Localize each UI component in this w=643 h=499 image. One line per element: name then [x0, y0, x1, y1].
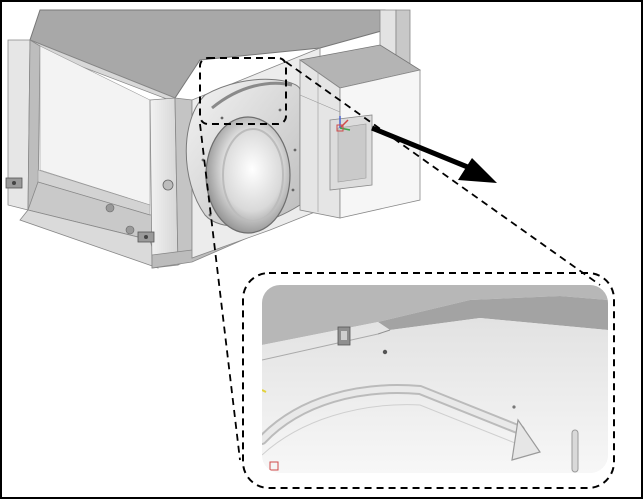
fan-side-panel: [185, 47, 321, 259]
callout-zoom-box: [242, 272, 615, 489]
zoom-detail: [262, 285, 608, 473]
axis-triad-icon: [336, 116, 351, 132]
fan-inlet: [205, 116, 291, 234]
discharge-duct: [298, 44, 422, 219]
detail-callout: [199, 57, 615, 489]
callout-source-box: [199, 57, 287, 125]
